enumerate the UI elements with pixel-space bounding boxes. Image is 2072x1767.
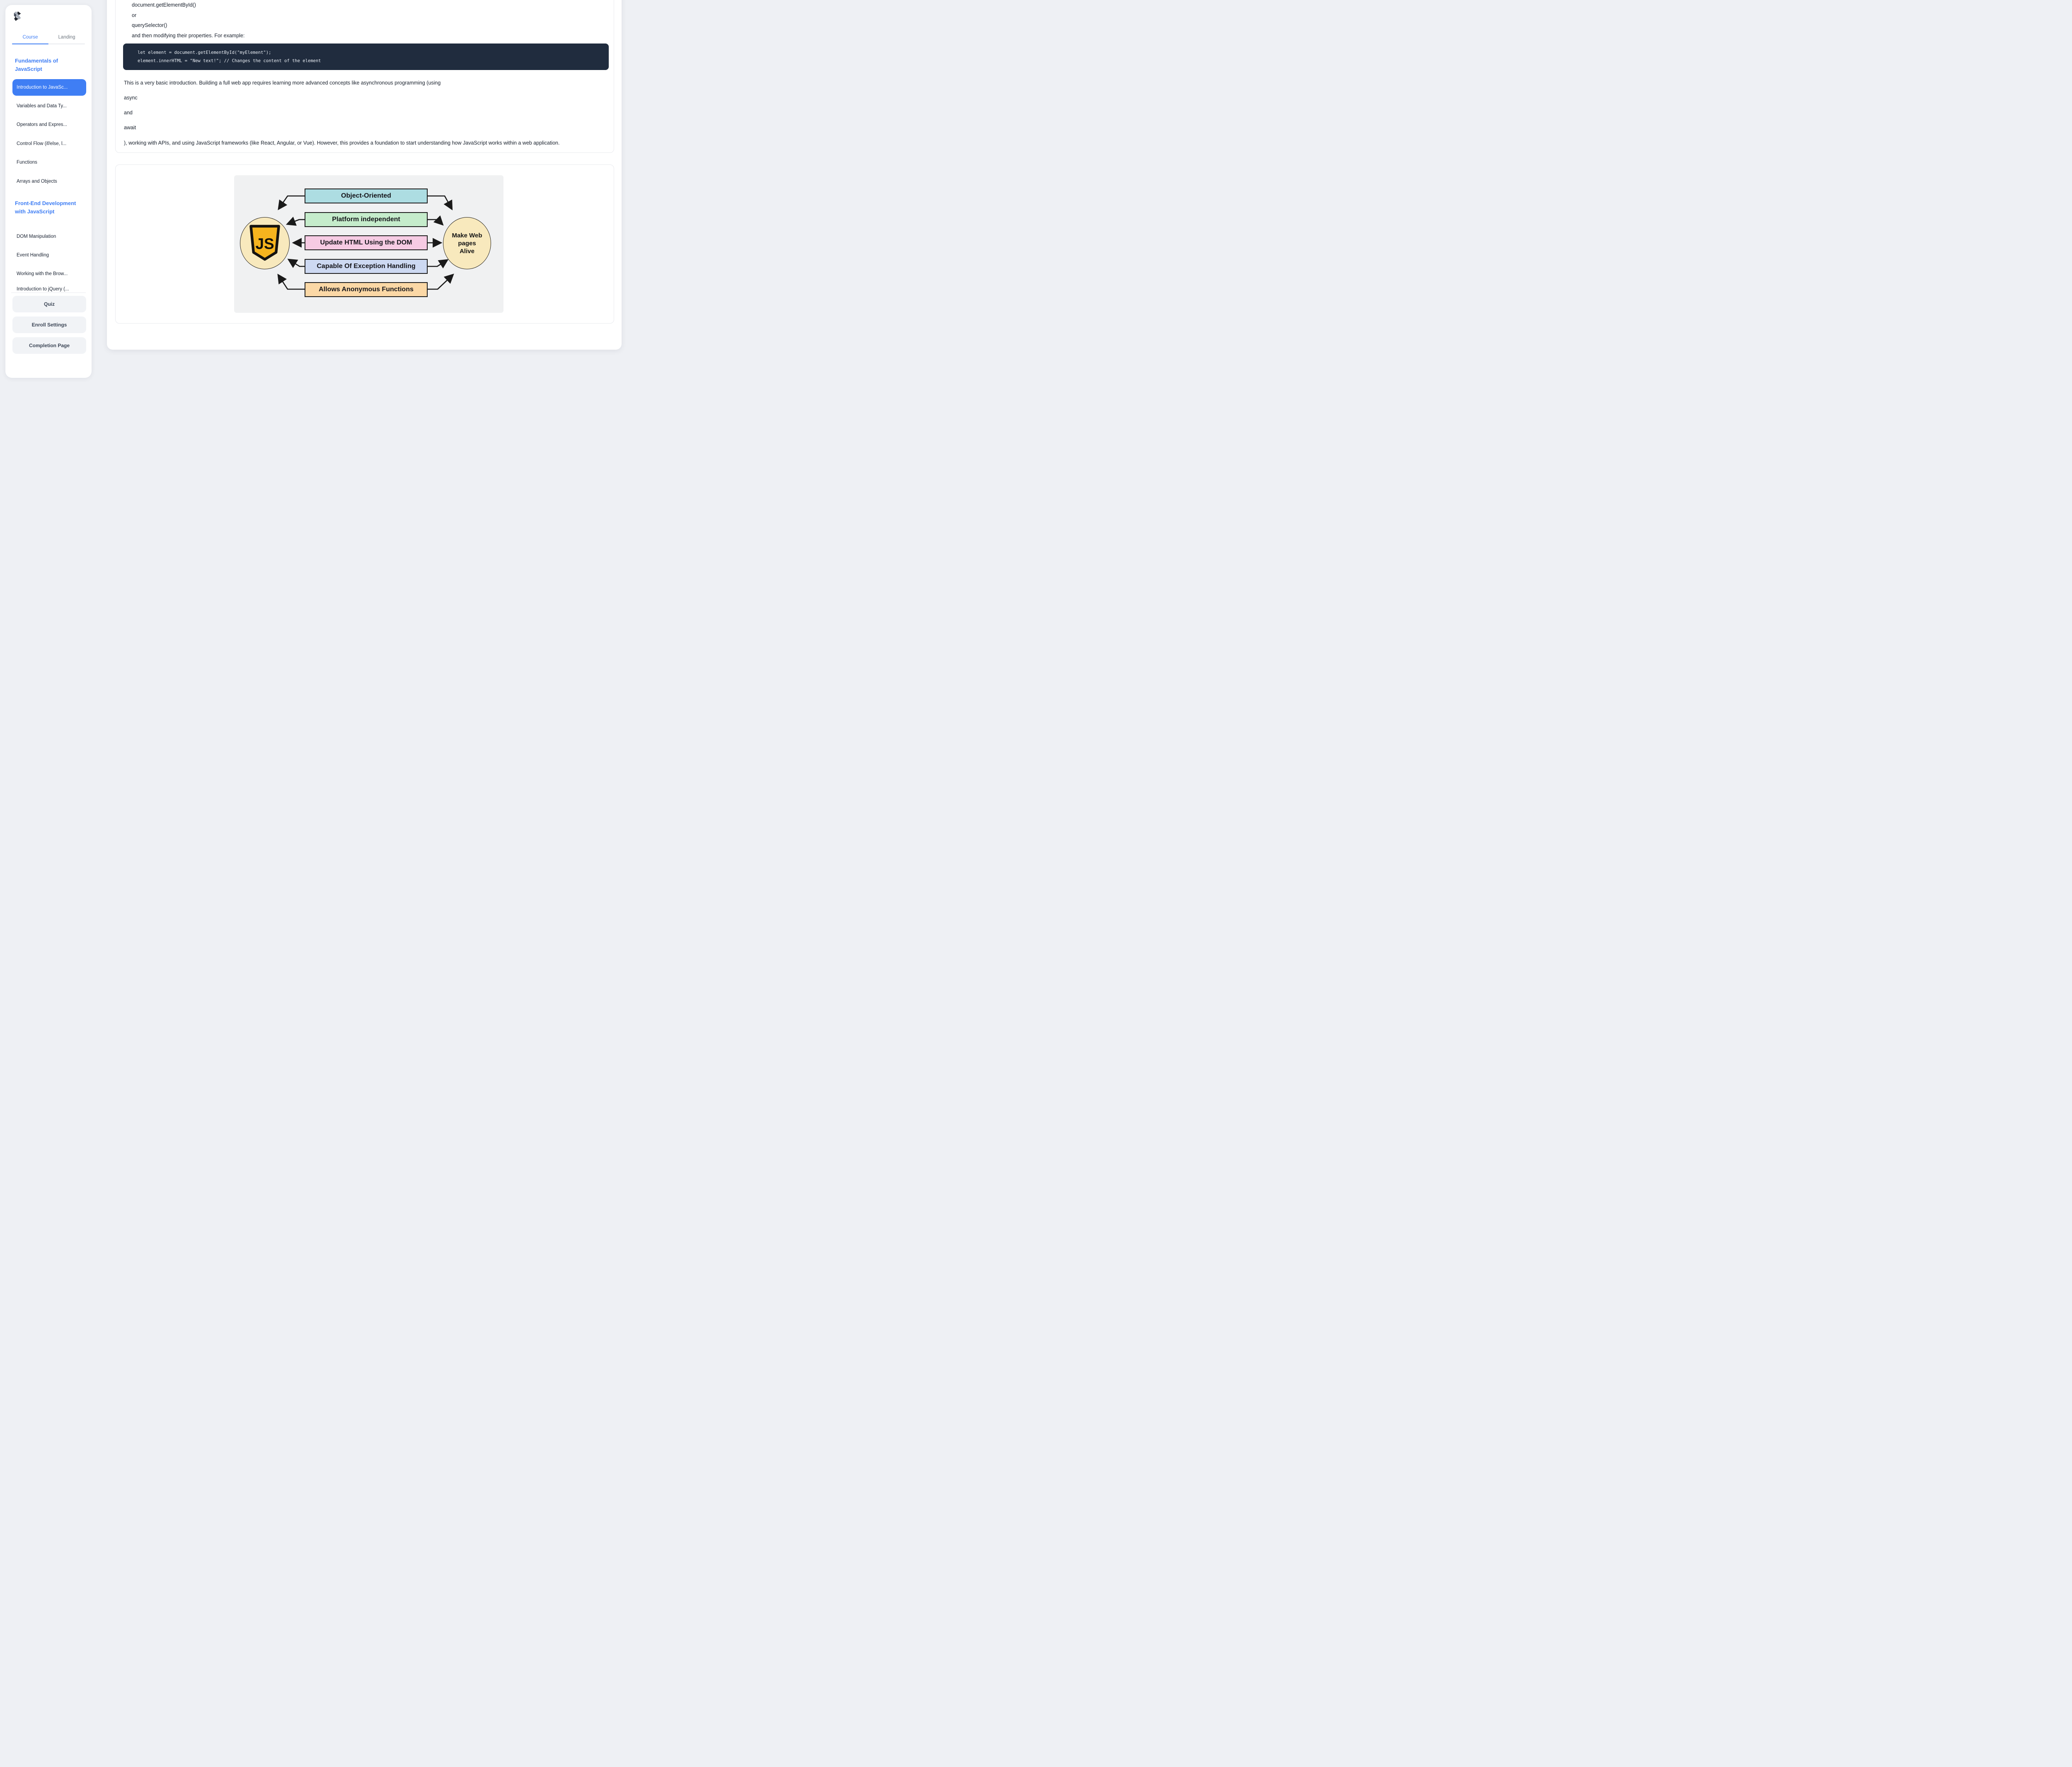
feature-box-anonymous-functions: Allows Anonymous Functions	[305, 282, 428, 297]
section-title-front-end: Front-End Development with JavaScript	[15, 200, 76, 215]
sidebar-item-working-with-the-browser[interactable]: Working with the Brow...	[17, 271, 68, 276]
sidebar-item-event-handling[interactable]: Event Handling	[17, 253, 49, 258]
lesson-content-panel: document.getElementById() or querySelect…	[107, 0, 622, 350]
sidebar-item-dom-manipulation[interactable]: DOM Manipulation	[17, 234, 56, 239]
section-title-fundamentals: Fundamentals of JavaScript	[15, 58, 58, 72]
lesson-text-card: document.getElementById() or querySelect…	[115, 0, 614, 153]
lesson-line: querySelector()	[132, 22, 167, 28]
code-block: let element = document.getElementById("m…	[123, 44, 609, 70]
sidebar-divider	[11, 292, 86, 293]
tab-course[interactable]: Course	[22, 35, 38, 40]
js-logo-circle: JS	[240, 217, 290, 269]
feature-box-object-oriented: Object-Oriented	[305, 189, 428, 203]
lesson-line: or	[132, 12, 137, 18]
lesson-paragraph: ), working with APIs, and using JavaScri…	[124, 140, 560, 146]
tab-landing[interactable]: Landing	[58, 35, 75, 40]
app-logo-icon	[12, 11, 22, 22]
svg-text:JS: JS	[255, 235, 274, 252]
feature-box-update-html-dom: Update HTML Using the DOM	[305, 235, 428, 250]
enroll-settings-button[interactable]: Enroll Settings	[12, 317, 86, 333]
right-circle-text: Make Web pages Alive	[452, 232, 482, 255]
javascript-shield-icon: JS	[249, 225, 280, 261]
lesson-line: and then modifying their properties. For…	[132, 33, 245, 39]
sidebar-item-introduction-to-jquery[interactable]: Introduction to jQuery (...	[17, 287, 69, 292]
lesson-paragraph: async	[124, 95, 138, 101]
lesson-paragraph: and	[124, 110, 133, 116]
sidebar-item-control-flow[interactable]: Control Flow (if/else, l...	[17, 141, 67, 146]
sidebar-item-operators-and-expressions[interactable]: Operators and Expres...	[17, 122, 68, 127]
sidebar-item-arrays-and-objects[interactable]: Arrays and Objects	[17, 179, 57, 184]
feature-box-platform-independent: Platform independent	[305, 212, 428, 227]
lesson-paragraph: await	[124, 125, 136, 131]
sidebar: Course Landing Fundamentals of JavaScrip…	[5, 5, 92, 378]
feature-box-exception-handling: Capable Of Exception Handling	[305, 259, 428, 274]
sidebar-item-introduction-to-javascript[interactable]: Introduction to JavaSc...	[12, 79, 86, 96]
sidebar-item-functions[interactable]: Functions	[17, 160, 37, 165]
make-web-pages-alive-circle: Make Web pages Alive	[443, 217, 491, 269]
figure-arrows	[277, 195, 454, 290]
lesson-paragraph: This is a very basic introduction. Build…	[124, 80, 441, 86]
sidebar-tabs: Course Landing	[12, 32, 85, 43]
js-features-figure: JS Object-Oriented Platform independent …	[234, 175, 503, 313]
completion-page-button[interactable]: Completion Page	[12, 337, 86, 354]
lesson-line: document.getElementById()	[132, 2, 196, 8]
page: Course Landing Fundamentals of JavaScrip…	[0, 0, 628, 378]
code-line: let element = document.getElementById("m…	[138, 50, 271, 55]
code-line: element.innerHTML = "New text!"; // Chan…	[138, 58, 321, 63]
quiz-button[interactable]: Quiz	[12, 296, 86, 312]
lesson-image-card: JS Object-Oriented Platform independent …	[115, 164, 614, 324]
sidebar-item-variables-and-data-types[interactable]: Variables and Data Ty...	[17, 104, 67, 109]
